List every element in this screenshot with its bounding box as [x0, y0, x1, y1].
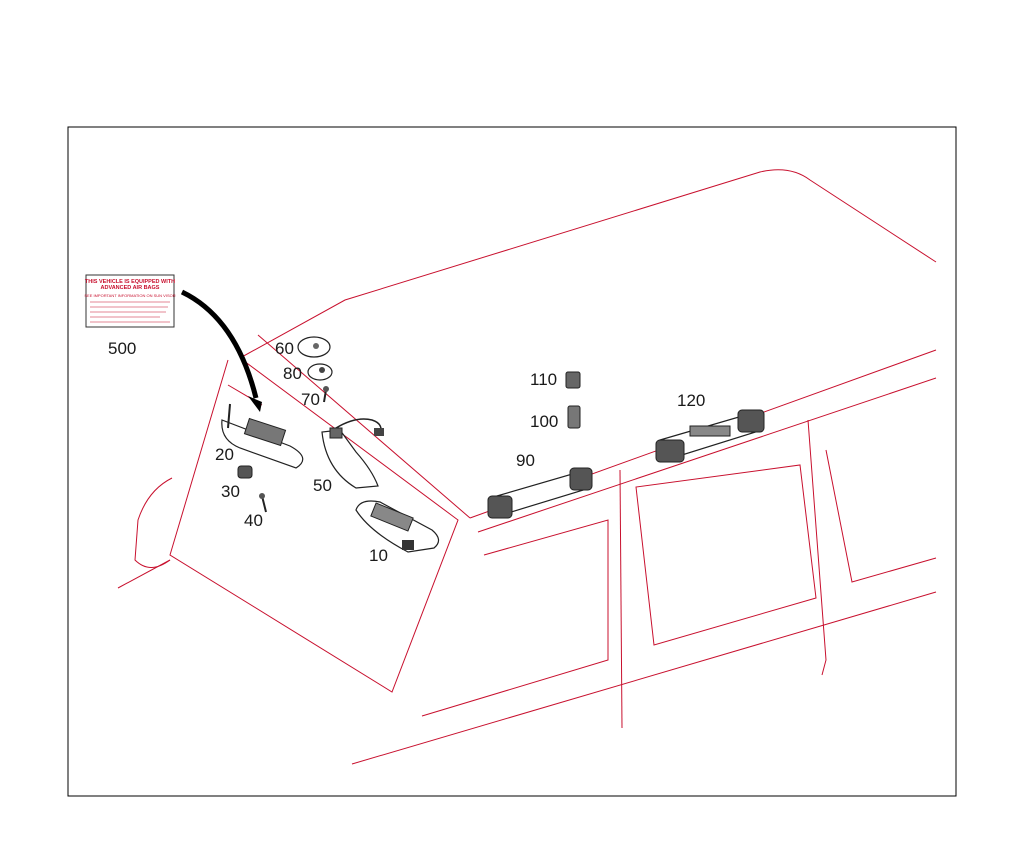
- warning-label-card: THIS VEHICLE IS EQUIPPED WITH ADVANCED A…: [84, 274, 176, 328]
- callout-500: 500: [108, 339, 136, 358]
- callout-40: 40: [244, 511, 263, 530]
- callout-10: 10: [369, 546, 388, 565]
- warning-label-title-1: THIS VEHICLE IS EQUIPPED WITH: [85, 279, 175, 285]
- callout-100: 100: [530, 412, 558, 431]
- part-60-dome-light-base: [297, 336, 331, 358]
- part-20-sun-visor-left: [221, 403, 304, 469]
- part-30-visor-clip: [237, 465, 253, 479]
- callout-90: 90: [516, 451, 535, 470]
- part-120-grab-handle-rear: [655, 409, 765, 463]
- part-70-screw: [323, 386, 329, 403]
- callout-60: 60: [275, 339, 294, 358]
- callout-30: 30: [221, 482, 240, 501]
- part-80-mount: [307, 363, 333, 381]
- pointer-arrow: [180, 289, 262, 412]
- callout-120: 120: [677, 391, 705, 410]
- callout-80: 80: [283, 364, 302, 383]
- part-50-rearview-mirror: [321, 418, 384, 489]
- warning-label-subtitle: SEE IMPORTANT INFORMATION ON SUN VISOR: [84, 293, 175, 298]
- callout-110: 110: [530, 370, 557, 389]
- part-10-sun-visor-right: [355, 500, 440, 553]
- callout-20: 20: [215, 445, 234, 464]
- callout-50: 50: [313, 476, 332, 495]
- diagram-border: [67, 126, 957, 797]
- part-90-grab-handle: [487, 467, 593, 519]
- part-40-screw: [259, 493, 267, 513]
- part-110-hook: [565, 371, 581, 389]
- warning-label-title-2: ADVANCED AIR BAGS: [101, 285, 160, 291]
- part-100-clip: [567, 405, 581, 429]
- callout-70: 70: [301, 390, 320, 409]
